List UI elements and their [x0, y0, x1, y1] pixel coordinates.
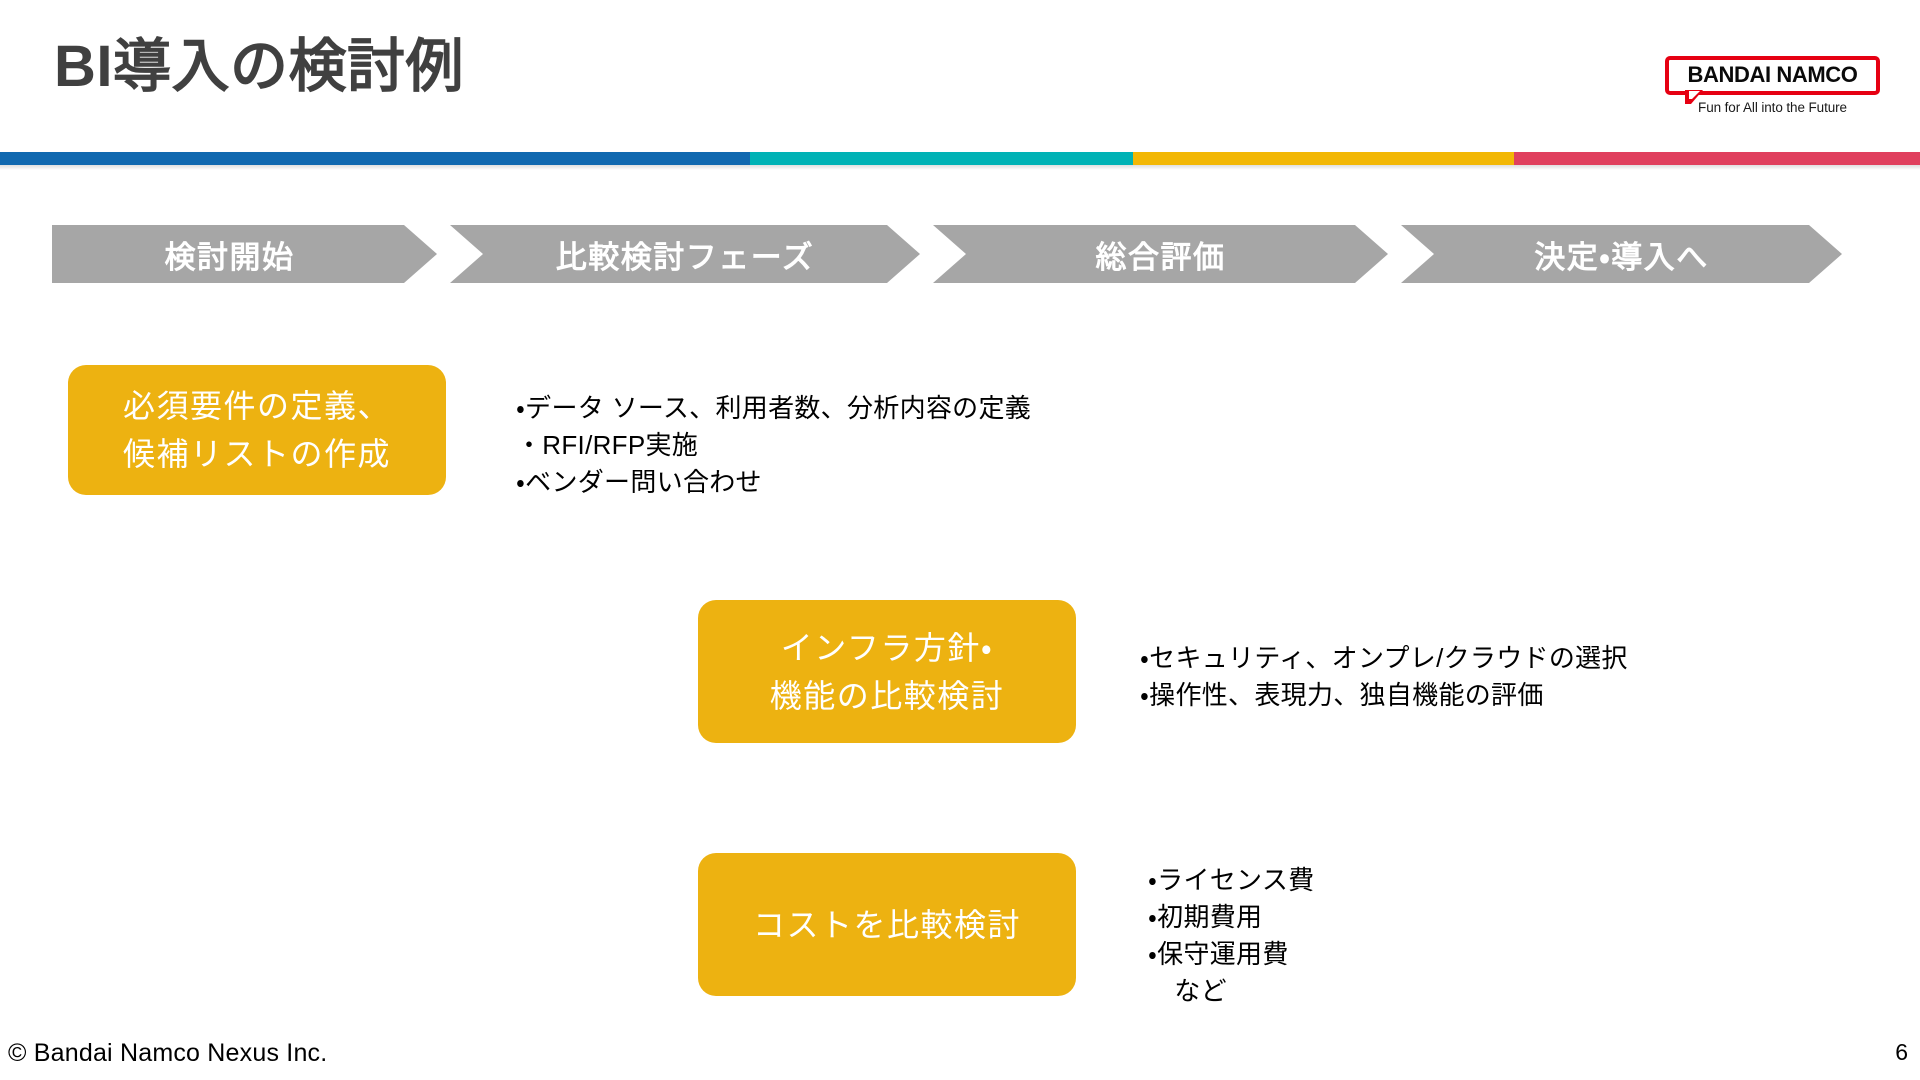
process-step-3[interactable]: 総合評価: [933, 225, 1388, 283]
process-step-label: 検討開始: [164, 239, 295, 275]
logo-wordmark: BANDAI NAMCO: [1687, 62, 1858, 87]
bandai-namco-logo: BANDAI NAMCO Fun for All into the Future: [1665, 56, 1880, 115]
card-line: 必須要件の定義、: [122, 388, 391, 424]
logo-tagline: Fun for All into the Future: [1698, 100, 1847, 115]
cost-bullets: ・ライセンス費・初期費用・保守運用費 など: [1148, 862, 1314, 1010]
card-line: 機能の比較検討: [769, 677, 1005, 714]
bullet-item: ・ライセンス費: [1148, 865, 1315, 895]
process-step-label: 決定・導入へ: [1534, 239, 1709, 275]
bullet-item: ・RFI/RFP実施: [516, 429, 699, 460]
rule-segment-blue: [0, 152, 750, 165]
process-step-label: 比較検討フェーズ: [555, 239, 815, 275]
logo-box: BANDAI NAMCO: [1665, 56, 1880, 104]
bullet-item: など: [1148, 975, 1227, 1006]
brand-color-rule: [0, 152, 1920, 170]
bullet-item: ・セキュリティ、オンプレ/クラウドの選択: [1140, 643, 1628, 673]
bullet-item: ・ベンダー問い合わせ: [516, 466, 762, 497]
rule-segment-pink: [1514, 152, 1920, 165]
cost-compare-card[interactable]: コストを比較検討: [698, 853, 1076, 996]
rule-segment-amber: [1133, 152, 1514, 165]
process-step-2[interactable]: 比較検討フェーズ: [450, 225, 920, 283]
card-line: 候補リストの作成: [122, 436, 391, 472]
bullet-item: ・初期費用: [1148, 901, 1263, 932]
bullet-item: ・データ ソース、利用者数、分析内容の定義: [516, 393, 1032, 423]
speech-bubble-tail-icon: [1685, 90, 1703, 104]
process-flow-bar: 検討開始 比較検討フェーズ 総合評価 決定・導入へ: [52, 225, 1842, 283]
page-title: BI導入の検討例: [54, 34, 465, 99]
requirements-card[interactable]: 必須要件の定義、候補リストの作成: [68, 365, 446, 495]
bullet-item: ・操作性、表現力、独自機能の評価: [1140, 679, 1544, 710]
process-step-1[interactable]: 検討開始: [52, 225, 437, 283]
infra-bullets: ・セキュリティ、オンプレ/クラウドの選択・操作性、表現力、独自機能の評価: [1140, 640, 1628, 714]
process-step-4[interactable]: 決定・導入へ: [1401, 225, 1842, 283]
infra-compare-card[interactable]: インフラ方針・機能の比較検討: [698, 600, 1076, 743]
copyright-notice: © Bandai Namco Nexus Inc.: [8, 1039, 328, 1067]
card-line: コストを比較検討: [752, 906, 1021, 943]
rule-shadow: [0, 165, 1920, 170]
rule-segment-teal: [750, 152, 1133, 165]
process-step-label: 総合評価: [1095, 239, 1226, 275]
card-line: インフラ方針・: [780, 629, 994, 666]
page-number: 6: [1895, 1039, 1908, 1065]
requirements-bullets: ・データ ソース、利用者数、分析内容の定義・RFI/RFP実施・ベンダー問い合わ…: [516, 390, 1031, 501]
bullet-item: ・保守運用費: [1148, 938, 1289, 969]
